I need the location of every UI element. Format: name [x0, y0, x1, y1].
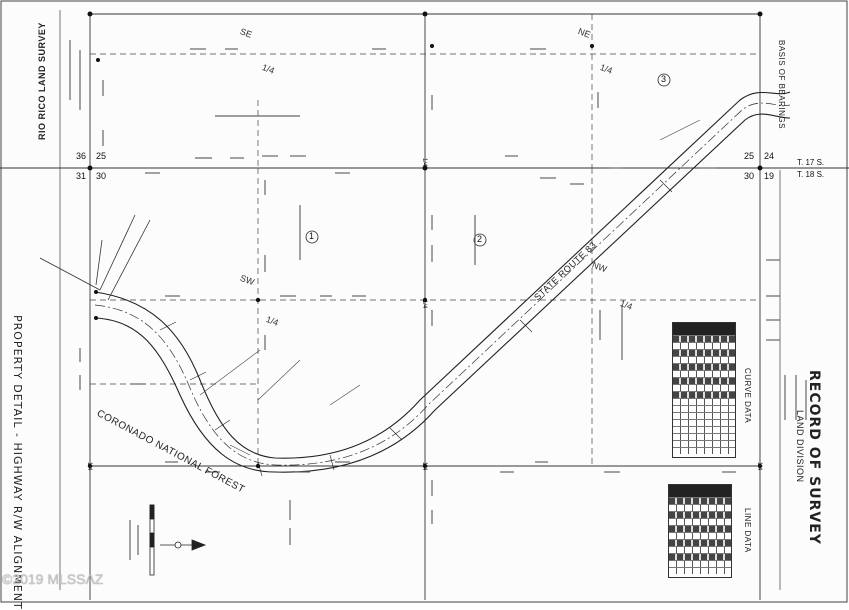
basis-of-bearings: BASIS OF BEARINGS [777, 40, 786, 129]
corner-mark-4: 1/4 [421, 462, 427, 471]
corner-mark-5: 1/4 [756, 462, 762, 471]
line-data-label: LINE DATA [743, 508, 752, 553]
section-36: 36 [76, 151, 87, 161]
record-subtitle: LAND DIVISION [795, 410, 805, 483]
section-25-east: 25 [744, 151, 755, 161]
curve-data-table [672, 322, 736, 458]
township-18: T. 18 S. [797, 170, 825, 179]
corner-mark-1: 1/4 [421, 158, 427, 167]
section-19: 19 [764, 171, 775, 181]
property-detail-title: PROPERTY DETAIL - HIGHWAY R/W ALIGNMENT [11, 315, 24, 610]
scale-bar [149, 504, 155, 576]
section-30-east: 30 [744, 171, 755, 181]
corner-mark-2: 1/4 [421, 300, 427, 309]
copyright-watermark: ©2019 MLSSAZ [2, 571, 104, 587]
parcel-3-number: 3 [661, 74, 667, 84]
parcel-2-number: 2 [477, 234, 483, 244]
section-31: 31 [76, 171, 87, 181]
corner-mark-3: 1/4 [86, 462, 92, 471]
section-24: 24 [764, 151, 775, 161]
curve-data-label: CURVE DATA [743, 368, 752, 424]
parcel-1-number: 1 [309, 231, 315, 241]
section-30-west: 30 [96, 171, 107, 181]
surveyor-name: RIO RICO LAND SURVEY [37, 22, 47, 140]
line-data-table [668, 484, 732, 578]
north-arrow [160, 539, 207, 551]
record-title: RECORD OF SURVEY [806, 370, 822, 545]
section-25-west: 25 [96, 151, 107, 161]
township-17: T. 17 S. [797, 158, 825, 167]
